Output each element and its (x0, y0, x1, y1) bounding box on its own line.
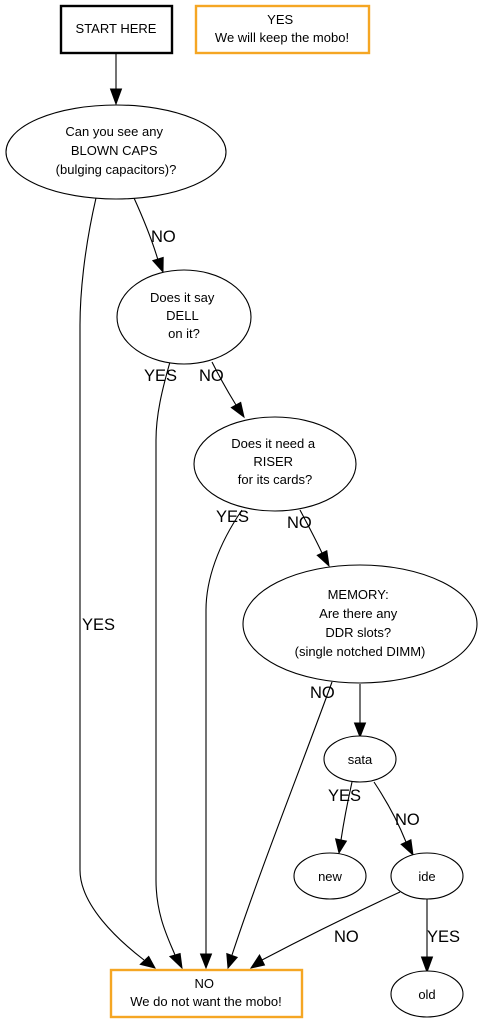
edge-label-riser-no: NO (287, 514, 312, 532)
node-dell-line-1: Does it say (150, 290, 215, 305)
node-no-want-line-2: We do not want the mobo! (130, 994, 282, 1009)
svg-text:sata: sata (348, 752, 373, 767)
edge-dell-no-to-riser: NO (199, 361, 245, 419)
node-memory-line-1: MEMORY: (328, 587, 389, 602)
node-new-line-1: new (318, 869, 342, 884)
svg-text:ide: ide (418, 869, 435, 884)
svg-text:Can you see any BLOWN CA: Can you see any BLOWN CAPS (bulging capa… (56, 124, 177, 177)
node-blown-caps-line-3: (bulging capacitors)? (56, 162, 177, 177)
node-dell-line-2: DELL (166, 308, 198, 323)
edge-label-sata-no: NO (395, 811, 420, 829)
node-riser-line-1: Does it need a (231, 436, 316, 451)
edge-dell-yes-to-no-want: YES (144, 361, 183, 970)
svg-text:START HERE: START HERE (76, 21, 157, 36)
node-no-want-line-1: NO (194, 976, 214, 991)
svg-text:Does it need a RISER: Does it need a RISER for its cards? (231, 436, 318, 487)
node-memory-question: MEMORY: Are there any DDR slots? (single… (242, 564, 478, 684)
edge-riser-yes-to-no-want: YES (199, 508, 249, 970)
svg-text:NO We do not want the mo: NO We do not want the mobo! (130, 976, 282, 1009)
node-memory-line-3: DDR slots? (325, 625, 391, 640)
edge-ide-no-to-no-want: NO (249, 891, 401, 969)
edge-memory-to-sata (353, 684, 367, 739)
node-sata-line-1: sata (348, 752, 373, 767)
edge-sata-yes-to-new: YES (328, 781, 361, 855)
node-sata: sata (323, 735, 397, 783)
svg-text:new: new (318, 869, 342, 884)
node-new: new (293, 852, 367, 900)
svg-text:old: old (418, 987, 435, 1002)
edge-label-caps-no: NO (151, 228, 176, 246)
node-yes-keep-line-2: We will keep the mobo! (215, 30, 349, 45)
edge-label-caps-yes: YES (82, 616, 115, 634)
node-blown-caps-line-1: Can you see any (65, 124, 163, 139)
edge-blown-caps-yes-to-no-want: YES (79, 197, 156, 969)
node-blown-caps-line-2: BLOWN CAPS (71, 143, 158, 158)
node-memory-line-4: (single notched DIMM) (295, 644, 426, 659)
edge-label-ide-yes: YES (427, 928, 460, 946)
edge-sata-no-to-ide: NO (373, 781, 420, 857)
edge-label-memory-no: NO (310, 684, 335, 702)
edge-label-ide-no: NO (334, 928, 359, 946)
svg-text:Does it say DELL o: Does it say DELL on it? (150, 290, 218, 341)
node-start-line-1: START HERE (76, 21, 157, 36)
edge-start-to-blown-caps (109, 54, 123, 106)
node-memory-line-2: Are there any (319, 606, 398, 621)
node-riser-question: Does it need a RISER for its cards? (193, 416, 357, 512)
node-yes-keep-line-1: YES (267, 12, 293, 27)
edge-label-riser-yes: YES (216, 508, 249, 526)
node-old-line-1: old (418, 987, 435, 1002)
svg-text:YES We will keep the mob: YES We will keep the mobo! (215, 12, 349, 45)
node-riser-line-3: for its cards? (238, 472, 312, 487)
node-no-want-mobo: NO We do not want the mobo! (109, 968, 304, 1019)
edge-label-sata-yes: YES (328, 787, 361, 805)
node-ide: ide (390, 852, 464, 900)
edge-blown-caps-no-to-dell: NO (133, 197, 176, 274)
node-old: old (390, 970, 464, 1018)
node-start-here: START HERE (59, 4, 174, 55)
node-ide-line-1: ide (418, 869, 435, 884)
edge-label-dell-yes: YES (144, 367, 177, 385)
node-blown-caps-question: Can you see any BLOWN CAPS (bulging capa… (5, 104, 227, 200)
node-riser-line-2: RISER (253, 454, 293, 469)
edge-label-dell-no: NO (199, 367, 224, 385)
edge-ide-yes-to-old: YES (420, 899, 460, 974)
edge-memory-no-to-no-want: NO (226, 681, 335, 970)
node-dell-question: Does it say DELL on it? (116, 269, 252, 365)
edge-riser-no-to-memory: NO (287, 509, 330, 568)
svg-text:MEMORY: Are there any: MEMORY: Are there any DDR slots? (single… (295, 587, 426, 659)
node-yes-keep-mobo: YES We will keep the mobo! (194, 4, 371, 55)
node-dell-line-3: on it? (168, 326, 200, 341)
